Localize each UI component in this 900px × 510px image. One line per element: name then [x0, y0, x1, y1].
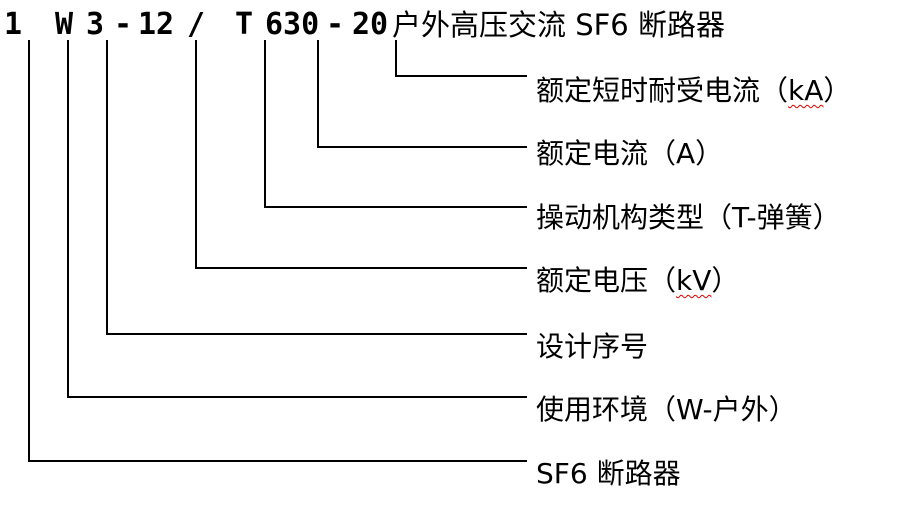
leader-line-breaker-type — [28, 40, 527, 462]
label-design-number: 设计序号 — [536, 330, 649, 363]
unit-ka: kA — [788, 74, 824, 107]
diagram-title: 户外高压交流 SF6 断路器 — [392, 8, 725, 42]
code-dash: - — [114, 7, 133, 42]
code-630: 630 — [265, 7, 320, 42]
label-close: ） — [823, 74, 852, 107]
leader-line-design-number — [106, 40, 527, 335]
label-rated-voltage: 额定电压（kV） — [536, 264, 739, 298]
code-letter-w: W — [55, 7, 74, 42]
code-digit-3: 3 — [86, 7, 105, 42]
label-text: 额定电压（ — [536, 264, 677, 297]
code-dash-2: - — [326, 7, 345, 42]
label-mechanism-type: 操动机构类型（T-弹簧） — [536, 201, 841, 234]
label-text: 额定短时耐受电流（ — [536, 74, 789, 107]
label-rated-short-time-current: 额定短时耐受电流（kA） — [536, 74, 851, 108]
code-12: 12 — [138, 7, 175, 42]
leader-line-environment — [67, 40, 527, 398]
code-slash: / — [187, 7, 206, 42]
label-close: ） — [711, 264, 740, 297]
code-digit-1: 1 — [4, 7, 23, 42]
leader-line-short-time-current — [395, 40, 527, 77]
code-letter-t: T — [235, 7, 254, 42]
unit-kv: kV — [676, 264, 712, 297]
label-rated-current: 额定电流（A） — [536, 137, 724, 170]
leader-line-rated-voltage — [195, 40, 527, 269]
leader-line-rated-current — [317, 40, 527, 148]
label-breaker-type: SF6 断路器 — [536, 457, 681, 490]
label-environment: 使用环境（W-户外） — [536, 393, 797, 426]
code-20: 20 — [352, 7, 389, 42]
leader-line-mechanism — [264, 40, 527, 208]
